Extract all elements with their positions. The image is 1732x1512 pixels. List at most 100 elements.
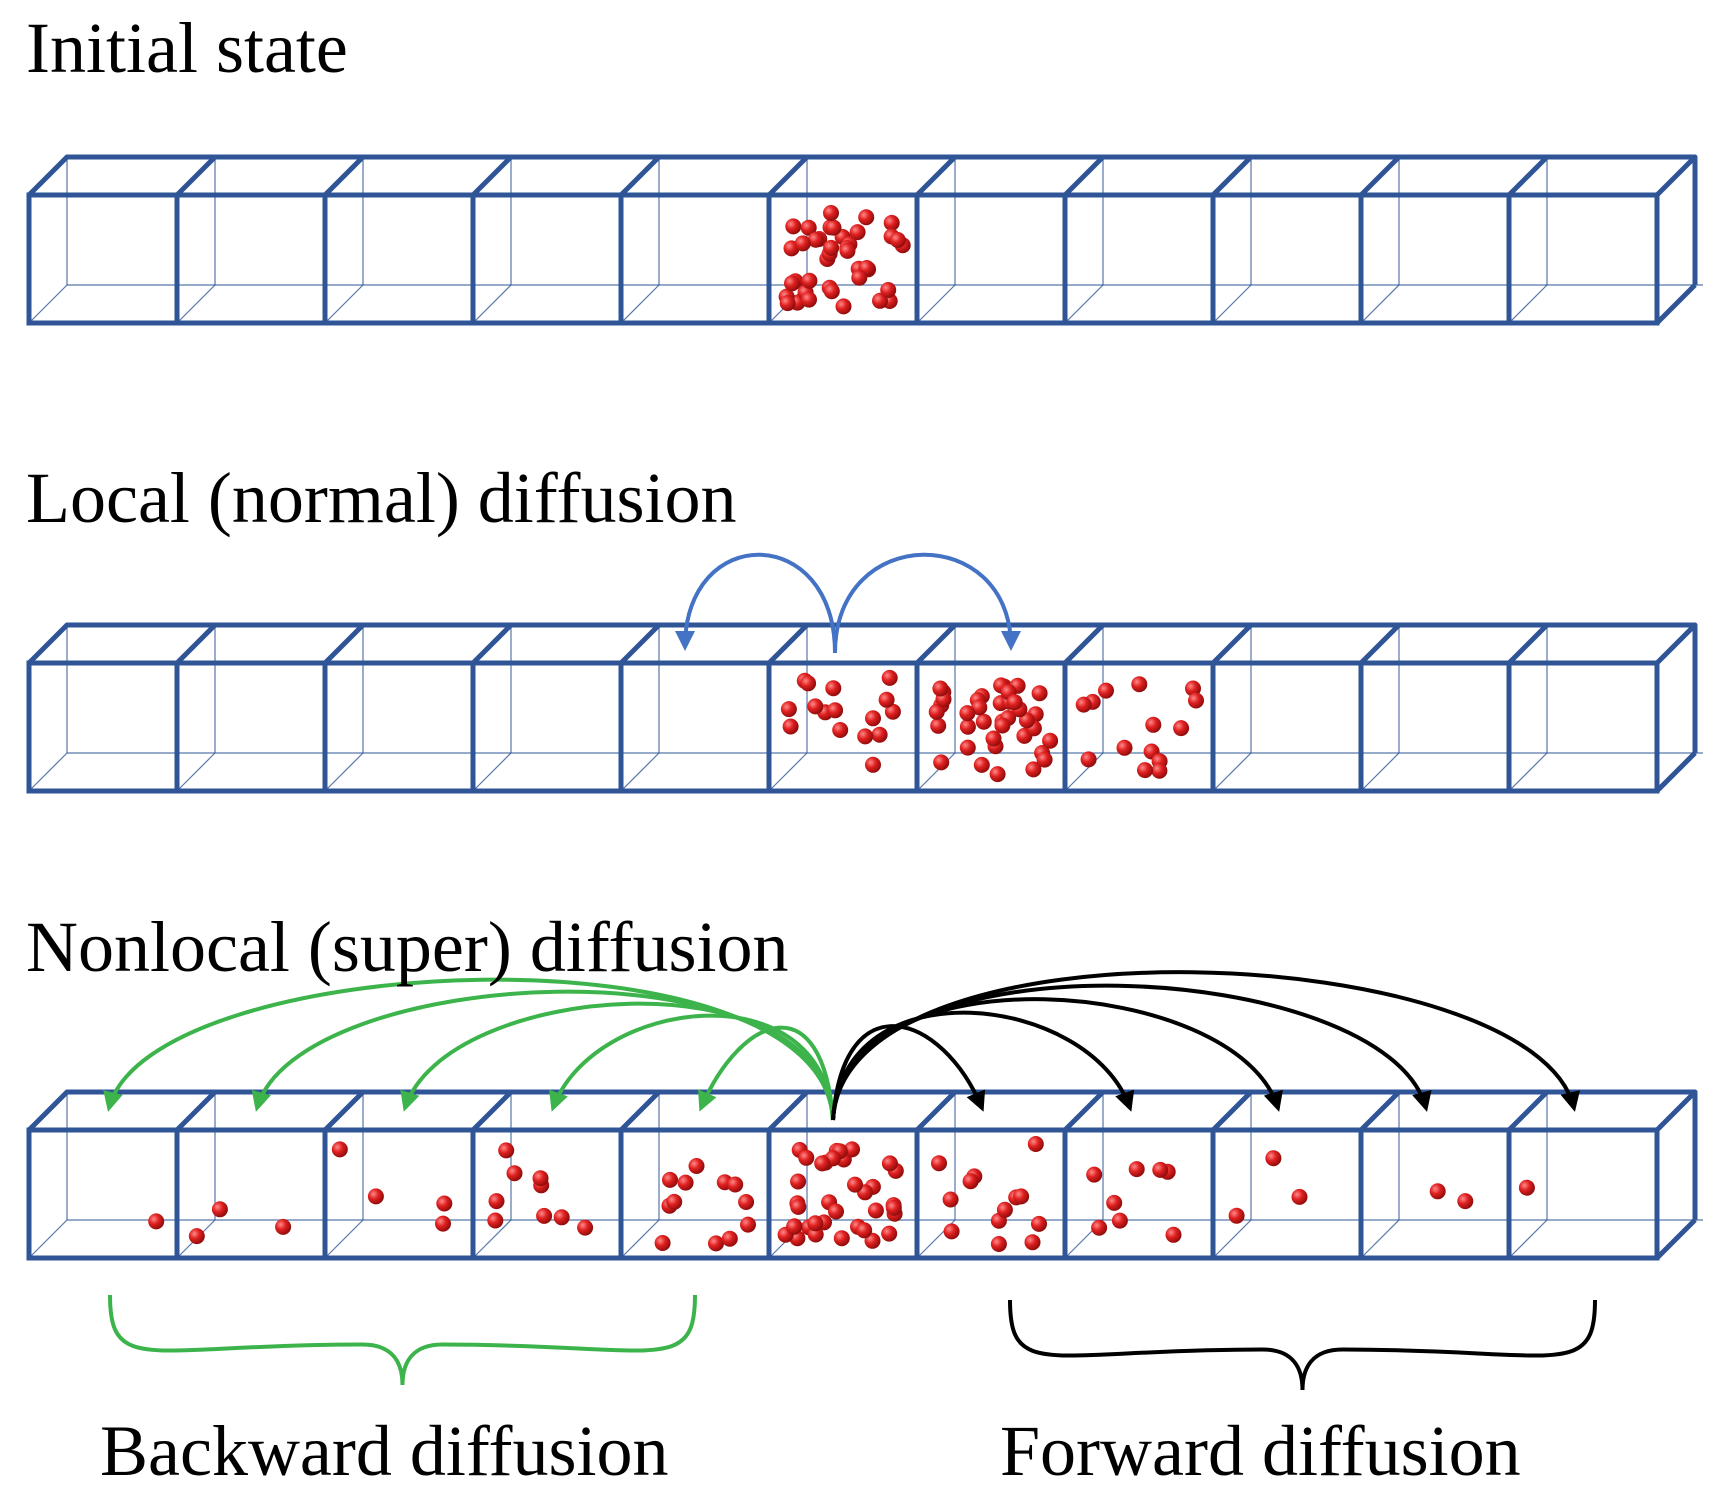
top-diagonal-edge [1358, 622, 1402, 666]
top-diagonal-edge [914, 622, 958, 666]
particle [878, 691, 895, 708]
particle [959, 718, 976, 735]
top-diagonal-edge [470, 622, 514, 666]
particle [880, 282, 897, 298]
backward-diffusion-label: Backward diffusion [100, 1411, 669, 1491]
particle [1165, 1226, 1182, 1243]
hidden-edge [324, 752, 364, 792]
particle [833, 1230, 850, 1247]
particle [989, 766, 1006, 783]
top-diagonal-edge [618, 622, 662, 666]
cell-6 [914, 1127, 1068, 1261]
particle [881, 1155, 898, 1172]
hidden-edge [28, 284, 68, 324]
hidden-edge [1212, 1219, 1252, 1259]
particle [871, 726, 888, 743]
cell-7 [1062, 1127, 1216, 1261]
particle [959, 739, 976, 756]
top-diagonal-edge [1062, 622, 1106, 666]
particle [798, 1149, 815, 1166]
top-diagonal-edge [1654, 1089, 1698, 1133]
top-diagonal-edge [1358, 154, 1402, 198]
top-diagonal-edge [914, 154, 958, 198]
particle [1228, 1207, 1245, 1224]
particle [865, 756, 881, 773]
particle [847, 1176, 863, 1193]
particle [883, 214, 900, 231]
cell-8 [1210, 192, 1364, 326]
particle [1098, 682, 1114, 699]
end-edge [1655, 751, 1697, 793]
local-diffusion-title: Local (normal) diffusion [26, 458, 737, 538]
local-jump-arrow [833, 552, 1021, 654]
cell-10 [1506, 1127, 1660, 1261]
end-edge [1655, 1218, 1697, 1260]
backward-jump-arrow [698, 1025, 835, 1121]
cell-9 [1358, 192, 1512, 326]
top-diagonal-edge [322, 622, 366, 666]
particle [996, 1201, 1013, 1218]
hidden-edge [916, 284, 956, 324]
hidden-edge [28, 1219, 68, 1259]
top-diagonal-edge [1506, 154, 1550, 198]
hidden-edge [1508, 1219, 1548, 1259]
forward-jump-arrow [831, 970, 1580, 1121]
particle [823, 283, 840, 300]
cell-0 [26, 1127, 180, 1261]
particle [436, 1195, 453, 1212]
particle [498, 1142, 515, 1159]
initial-state-title: Initial state [26, 8, 348, 88]
particle [1031, 1215, 1047, 1232]
cell-8 [1210, 1127, 1364, 1261]
particle [985, 730, 1002, 747]
cell-1 [174, 192, 328, 326]
forward-diffusion-label: Forward diffusion [1000, 1411, 1521, 1491]
particle [942, 1191, 959, 1208]
forward-jump-arrow [831, 983, 1432, 1121]
end-edge [1655, 283, 1697, 325]
particle [1106, 1194, 1123, 1211]
cell-7 [1062, 192, 1216, 326]
top-diagonal-edge [1654, 154, 1698, 198]
particle [1145, 716, 1162, 733]
particle [932, 680, 949, 697]
particle [1024, 1234, 1041, 1251]
particle [662, 1171, 678, 1188]
particle [856, 1222, 873, 1239]
hidden-edge [472, 752, 512, 792]
cell-9 [1358, 660, 1512, 794]
cell-3 [470, 192, 624, 326]
cell-8 [1210, 660, 1364, 794]
hidden-edge [472, 1219, 512, 1259]
cell-2 [322, 192, 476, 326]
particle [1265, 1150, 1282, 1167]
cell-10 [1506, 660, 1660, 794]
particle [801, 272, 818, 289]
cell-row-2 [26, 1089, 1703, 1261]
top-diagonal-edge [26, 1089, 70, 1133]
top-diagonal-edge [1210, 1089, 1254, 1133]
particle [881, 1225, 898, 1242]
particle [959, 705, 976, 722]
particle [790, 1198, 807, 1215]
backward-jump-arrow [400, 1001, 835, 1121]
particle [506, 1165, 523, 1182]
particle [828, 1203, 844, 1220]
top-diagonal-edge [1062, 154, 1106, 198]
hidden-edge [916, 752, 956, 792]
particle [1152, 1161, 1169, 1178]
particle [807, 231, 824, 248]
particle [884, 703, 901, 720]
particle [1042, 732, 1059, 749]
cell-0 [26, 660, 180, 794]
top-diagonal-edge [174, 622, 218, 666]
particle [865, 710, 881, 727]
particle [990, 1236, 1007, 1252]
particle [708, 1235, 724, 1252]
particle [1025, 761, 1042, 778]
particle [1027, 1136, 1044, 1152]
top-diagonal-edge [1210, 154, 1254, 198]
particle [1131, 676, 1148, 693]
hidden-edge [324, 284, 364, 324]
